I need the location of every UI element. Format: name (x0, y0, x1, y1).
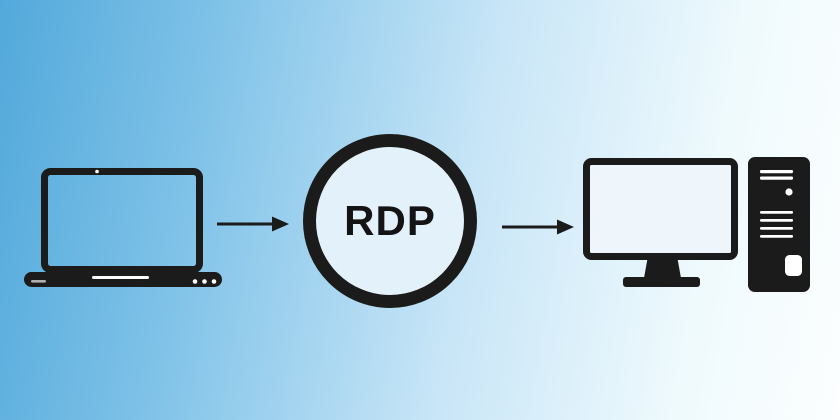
tower-vent-line (760, 235, 793, 238)
tower-vent-line (760, 211, 793, 214)
tower-drive-bay (785, 255, 802, 276)
monitor-stand-base (623, 277, 700, 287)
laptop-base (24, 272, 222, 287)
arrow-right-icon (502, 219, 574, 235)
laptop-icon (24, 168, 222, 287)
laptop-status-dot (211, 279, 217, 284)
tower-vent-line (760, 219, 793, 222)
laptop-left-vent (31, 280, 46, 283)
laptop-webcam-dot (95, 169, 99, 174)
tower-power-dot (785, 188, 793, 196)
monitor-screen (583, 158, 738, 260)
monitor-stand-neck (644, 256, 681, 278)
arrow-right-icon (217, 216, 289, 232)
rdp-circle-badge: RDP (303, 134, 477, 308)
rdp-protocol-label: RDP (344, 197, 436, 244)
laptop-status-dot (192, 279, 198, 284)
tower-vent-line (760, 170, 793, 174)
laptop-trackpad-slot (92, 276, 149, 279)
tower-vent-line (760, 227, 793, 230)
laptop-status-dot (202, 279, 207, 284)
tower-vent-line (760, 176, 793, 180)
desktop-computer-icon (583, 157, 810, 292)
laptop-screen-bezel (41, 168, 203, 273)
